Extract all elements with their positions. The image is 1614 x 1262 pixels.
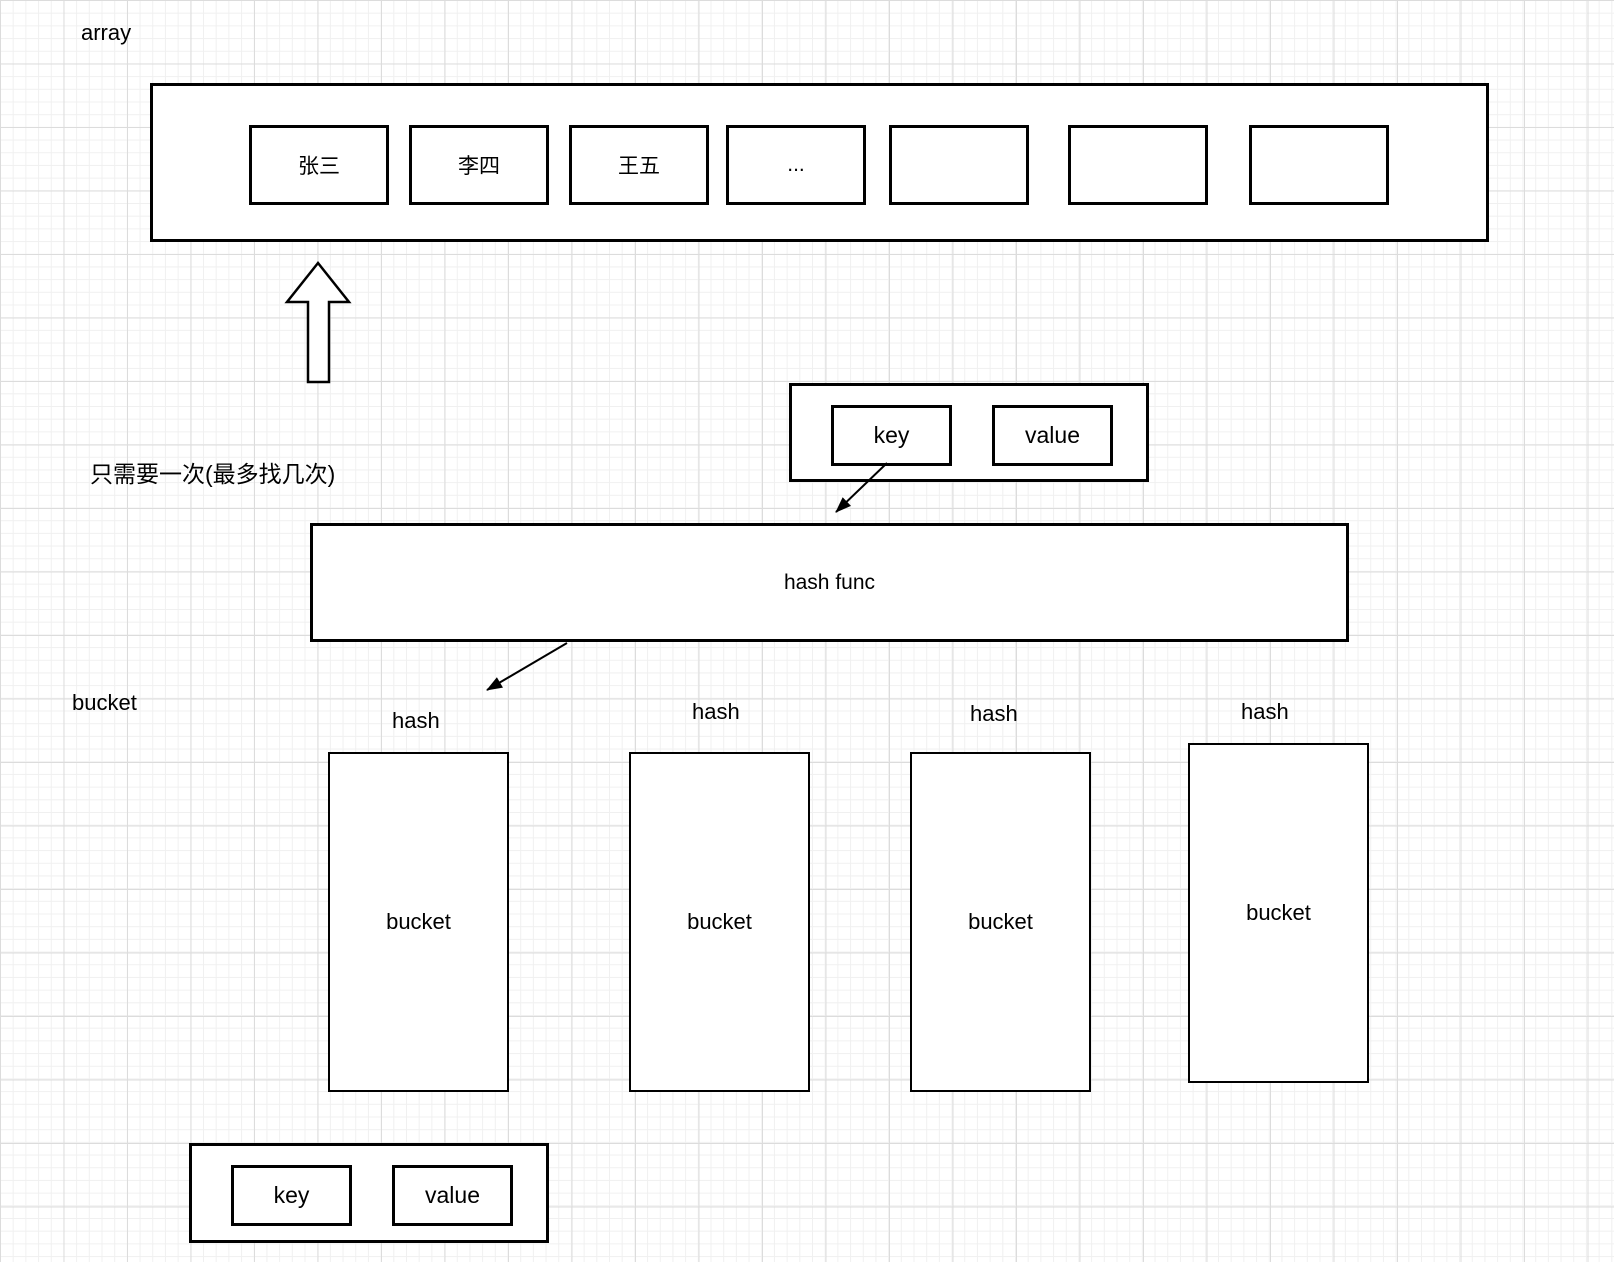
up-block-arrow xyxy=(284,260,352,384)
hash-label-1: hash xyxy=(392,708,440,733)
array-label: array xyxy=(81,20,132,45)
kv-pair-bottom: key value xyxy=(189,1143,549,1243)
array-cell-4: ... xyxy=(726,125,866,205)
bucket-section-label: bucket xyxy=(72,690,137,715)
key-box-bottom: key xyxy=(231,1165,352,1226)
note-label: 只需要一次(最多找几次) xyxy=(90,461,336,487)
key-box-top: key xyxy=(831,405,952,466)
arrow-hashfunc-to-bucket xyxy=(486,642,568,691)
array-container: 张三 李四 王五 ... xyxy=(150,83,1489,242)
array-cell-5 xyxy=(889,125,1029,205)
array-cell-6 xyxy=(1068,125,1208,205)
hash-func-box: hash func xyxy=(310,523,1349,642)
bucket-box-4: bucket xyxy=(1188,743,1369,1083)
array-cell-7 xyxy=(1249,125,1389,205)
array-cell-2: 李四 xyxy=(409,125,549,205)
bucket-box-1: bucket xyxy=(328,752,509,1092)
hash-label-4: hash xyxy=(1241,699,1289,724)
array-cell-3: 王五 xyxy=(569,125,709,205)
kv-pair-top: key value xyxy=(789,383,1149,482)
hash-label-2: hash xyxy=(692,699,740,724)
bucket-box-3: bucket xyxy=(910,752,1091,1092)
hash-label-3: hash xyxy=(970,701,1018,726)
value-box-bottom: value xyxy=(392,1165,513,1226)
bucket-box-2: bucket xyxy=(629,752,810,1092)
array-cell-1: 张三 xyxy=(249,125,389,205)
value-box-top: value xyxy=(992,405,1113,466)
